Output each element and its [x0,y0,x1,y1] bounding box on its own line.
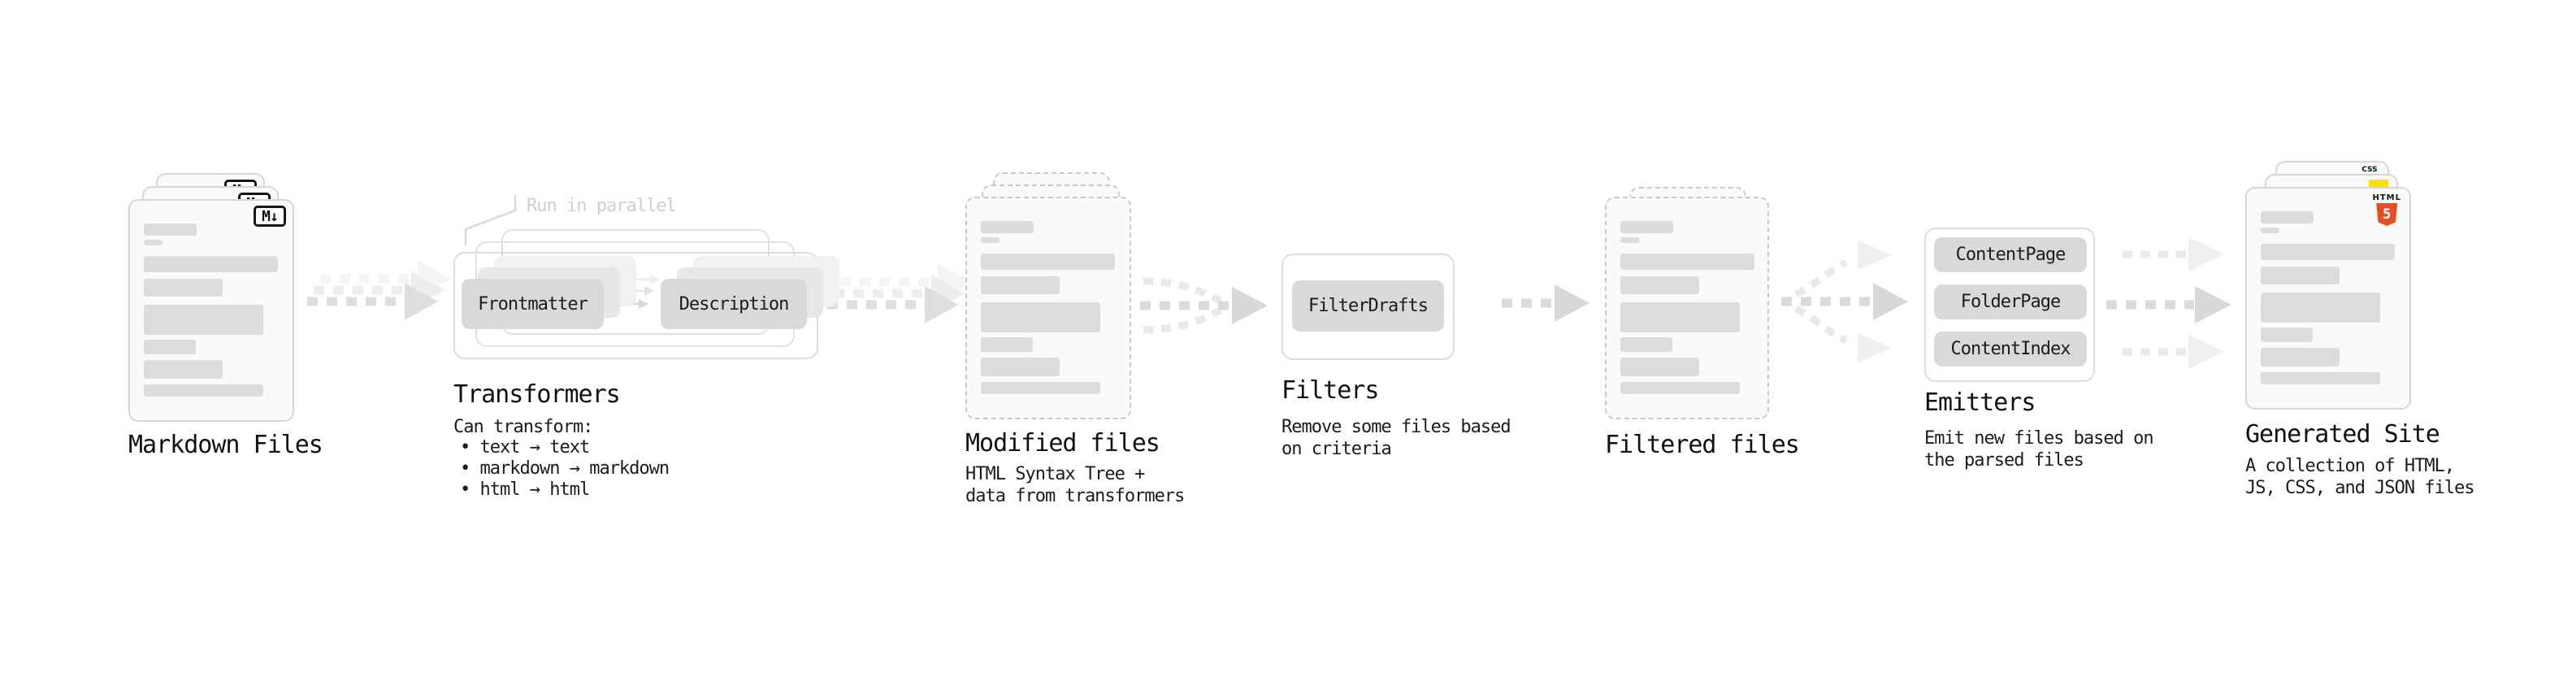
stage-title-filters: Filters [1281,376,1379,405]
content-bar [1620,254,1754,270]
emitter-node-folderpage: FolderPage [1934,284,2087,319]
markdown-badge: M↓ [254,206,286,227]
filter-node-filterdrafts: FilterDrafts [1292,280,1444,332]
content-bar [2261,348,2340,367]
content-bar [2261,267,2340,284]
content-bar [2261,244,2395,260]
content-bar [2261,327,2313,342]
content-bar [981,337,1033,352]
content-bar [144,305,263,335]
doc-content-bars [130,201,293,397]
content-bar [981,358,1060,376]
bullet-item: text → text [460,437,669,458]
content-bar [1620,302,1740,332]
content-bar [981,276,1060,294]
html5-badge: HTML 5 [2372,194,2401,226]
content-bar [981,237,1000,243]
content-bar [1620,276,1699,294]
filtered-file-doc-front [1605,197,1769,419]
content-bar [981,254,1115,270]
arrows-emitters-to-site [2106,237,2231,369]
content-bar [2261,372,2380,384]
css-badge-label: CSS [2361,166,2378,174]
content-bar [144,256,278,272]
content-bar [1620,221,1673,233]
bullet-item: html → html [460,479,669,501]
content-bar [981,382,1100,394]
content-bar [1620,382,1740,394]
content-bar [1620,337,1672,352]
transformers-heading: Can transform: [453,417,593,437]
filters-subtitle: Remove some files based on criteria [1281,417,1511,459]
arrow-modified-to-filters-merge [1140,277,1268,334]
arrow-filters-to-filtered [1502,284,1589,322]
bullet-item: markdown → markdown [460,458,670,479]
arrow-filtered-to-emitters-diverge [1781,241,1908,362]
html5-badge-shield: 5 [2376,203,2398,226]
content-bar [981,302,1100,332]
content-bar [2261,228,2279,233]
modified-files-subtitle: HTML Syntax Tree + data from transformer… [965,464,1185,506]
doc-content-bars [2247,189,2409,384]
emitters-subtitle: Emit new files based on the parsed files [1924,428,2154,471]
arrow-transformers-to-modified [827,263,971,323]
arrow-markdown-to-transformers [307,260,451,320]
content-bar [1620,358,1699,376]
emitters-panel [1924,228,2095,382]
stage-title-emitters: Emitters [1924,388,2036,417]
stage-title-modified-files: Modified files [965,429,1160,458]
content-bar [144,360,223,379]
transformer-node-frontmatter: Frontmatter [462,279,604,329]
stage-title-markdown-files: Markdown Files [128,431,323,459]
emitter-node-contentindex: ContentIndex [1934,332,2087,367]
generated-site-subtitle: A collection of HTML, JS, CSS, and JSON … [2245,456,2475,498]
modified-file-doc-front [965,197,1131,419]
html5-badge-label: HTML [2372,193,2401,202]
content-bar [144,340,196,354]
emitter-node-contentpage: ContentPage [1934,237,2087,272]
stage-title-filtered-files: Filtered files [1605,431,1800,459]
filters-panel [1281,254,1455,360]
content-bar [1620,237,1639,243]
doc-content-bars [1607,198,1767,394]
doc-content-bars [967,198,1130,394]
content-bar [144,384,263,397]
content-bar [2261,211,2314,223]
stage-title-generated-site: Generated Site [2245,420,2440,449]
transformer-node-description: Description [661,279,807,329]
content-bar [981,221,1034,233]
site-doc-html: HTML 5 [2245,187,2411,410]
markdown-file-doc-front: M↓ [128,199,294,422]
content-bar [144,240,163,245]
content-bar [144,279,223,297]
content-bar [2261,293,2380,323]
stage-title-transformers: Transformers [453,380,621,409]
run-in-parallel-annotation: Run in parallel [527,196,677,216]
content-bar [144,223,197,236]
transformers-bullet-list: text → text markdown → markdown html → h… [460,437,670,501]
